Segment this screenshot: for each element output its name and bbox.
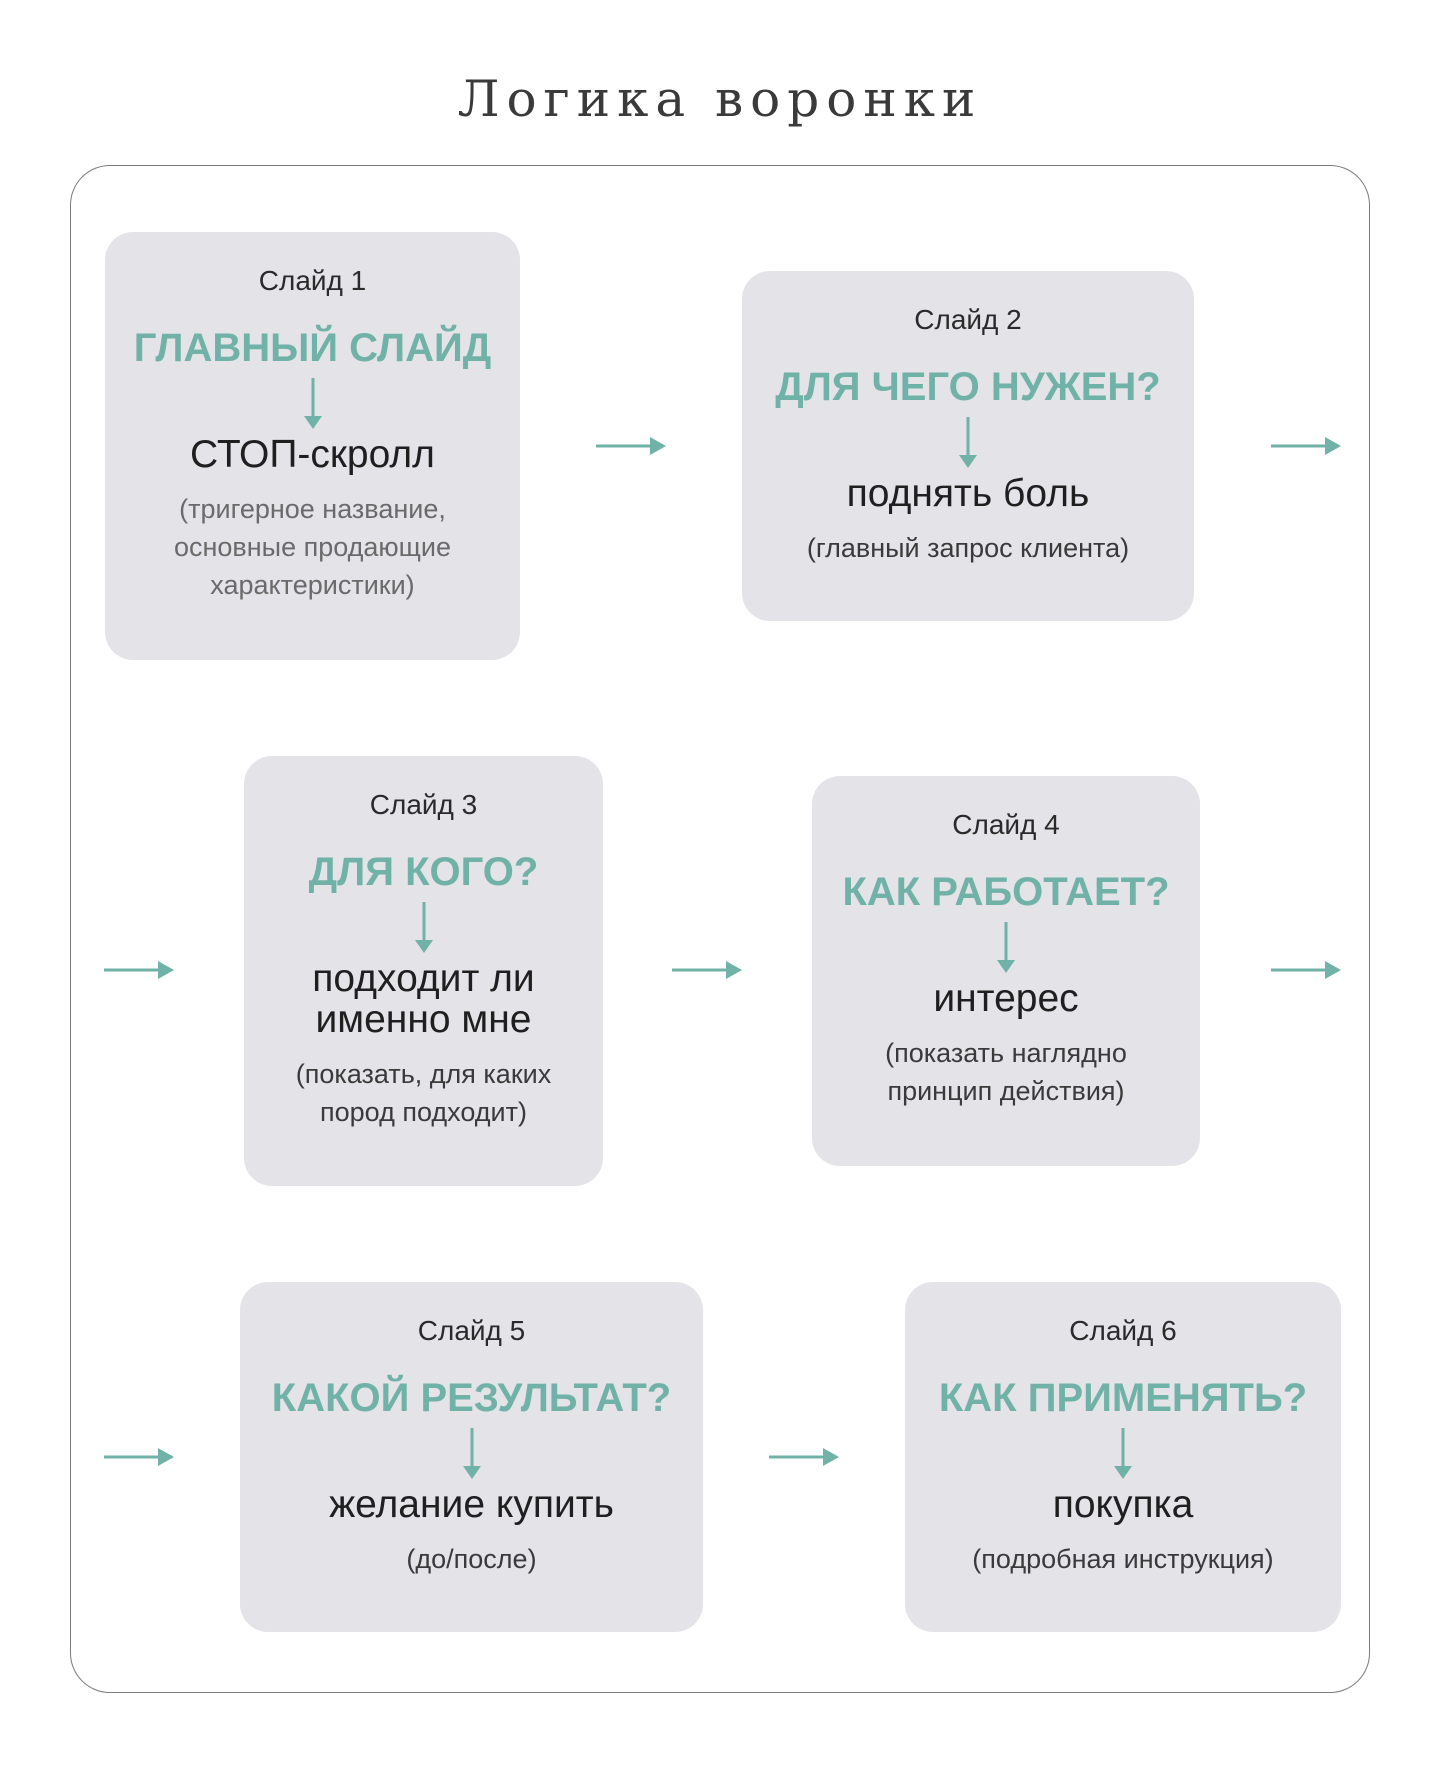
arrow-right-icon <box>596 437 666 455</box>
slide-question: ДЛЯ ЧЕГО НУЖЕН? <box>775 364 1161 409</box>
slide-goal: интерес <box>933 976 1079 1020</box>
slide-card-6: Слайд 6 КАК ПРИМЕНЯТЬ? покупка (подробна… <box>905 1282 1341 1632</box>
slide-goal: подходит ли именно мне <box>312 956 535 1041</box>
slide-number: Слайд 2 <box>914 304 1022 335</box>
slide-note: (до/после) <box>406 1543 537 1574</box>
slide-goal: желание купить <box>329 1482 614 1526</box>
slide-number: Слайд 3 <box>369 789 478 820</box>
slide-goal: СТОП-скролл <box>190 432 435 476</box>
arrow-down-icon <box>959 416 977 468</box>
slide-card-2: Слайд 2 ДЛЯ ЧЕГО НУЖЕН? поднять боль (гл… <box>742 271 1194 621</box>
slide-question: ГЛАВНЫЙ СЛАЙД <box>133 325 492 370</box>
slide-number: Слайд 4 <box>952 809 1060 840</box>
slide-note: (показать наглядно принцип действия) <box>885 1037 1127 1106</box>
arrow-down-icon <box>303 377 322 429</box>
slide-goal: покупка <box>1052 1482 1194 1526</box>
arrow-right-icon <box>1271 437 1341 455</box>
arrow-right-icon <box>1271 961 1341 979</box>
arrow-right-icon <box>104 1448 174 1466</box>
slide-question: КАКОЙ РЕЗУЛЬТАТ? <box>271 1375 672 1420</box>
slide-goal: поднять боль <box>846 471 1090 515</box>
slide-card-4: Слайд 4 КАК РАБОТАЕТ? интерес (показать … <box>812 776 1200 1166</box>
arrow-right-icon <box>104 961 174 979</box>
slide-card-3: Слайд 3 ДЛЯ КОГО? подходит ли именно мне… <box>244 756 603 1186</box>
slide-note: (главный запрос клиента) <box>806 532 1130 563</box>
slide-note: (тригерное название, основные продающие … <box>173 493 451 600</box>
slide-note: (показать, для каких пород подходит) <box>295 1059 552 1128</box>
slide-card-5: Слайд 5 КАКОЙ РЕЗУЛЬТАТ? желание купить … <box>240 1282 703 1632</box>
slide-question: ДЛЯ КОГО? <box>308 849 539 894</box>
slide-number: Слайд 1 <box>258 265 367 296</box>
arrow-down-icon <box>997 921 1015 973</box>
arrow-down-icon <box>1114 1427 1132 1479</box>
page-title: Логика воронки <box>457 70 983 128</box>
arrow-right-icon <box>672 961 742 979</box>
slide-card-1: Слайд 1 ГЛАВНЫЙ СЛАЙД СТОП-скролл (триге… <box>105 232 520 660</box>
arrow-down-icon <box>462 1427 481 1479</box>
diagram-frame <box>70 165 1370 1693</box>
slide-question: КАК РАБОТАЕТ? <box>842 869 1170 914</box>
arrow-right-icon <box>769 1448 839 1466</box>
slide-number: Слайд 6 <box>1069 1315 1177 1346</box>
arrow-down-icon <box>414 901 433 953</box>
slide-note: (подробная инструкция) <box>972 1543 1274 1574</box>
slide-question: КАК ПРИМЕНЯТЬ? <box>938 1375 1308 1420</box>
slide-number: Слайд 5 <box>417 1315 526 1346</box>
